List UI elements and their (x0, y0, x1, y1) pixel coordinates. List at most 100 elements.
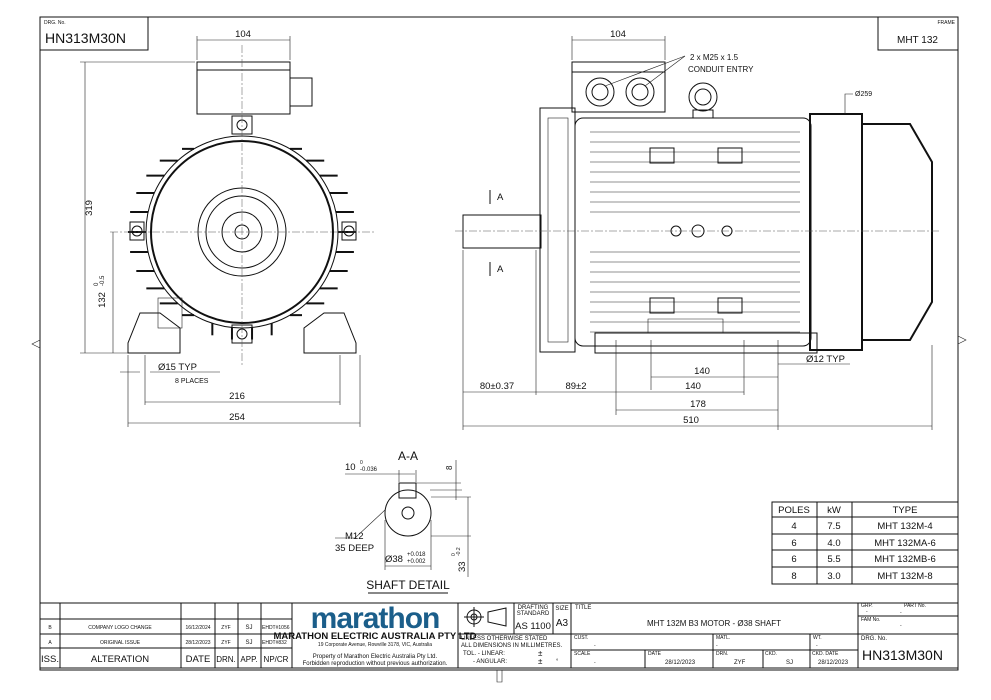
grp-value: - (866, 609, 868, 615)
poles-cell: 4 (791, 521, 796, 532)
terminal-box-side (571, 61, 666, 113)
type-cell: MHT 132MB-6 (874, 554, 936, 565)
table-header-type: TYPE (893, 505, 918, 516)
drg-label: DRG. No. (861, 636, 887, 642)
rev-date: 28/12/2023 (185, 640, 210, 646)
dim-178: 178 (690, 399, 706, 410)
matl-label: MATL. (716, 635, 730, 641)
dim-89: 89±2 (565, 381, 586, 392)
drafting-standard: AS 1100 (515, 621, 551, 632)
table-row: 8 3.0 MHT 132M-8 (791, 571, 932, 582)
rev-iss: A (48, 640, 52, 646)
rev-drn: ZYF (221, 625, 230, 631)
property-notice-2: Forbidden reproduction without previous … (303, 661, 448, 667)
dim-216: 216 (229, 391, 245, 402)
dim-104-side: 104 (610, 29, 626, 40)
part-value: - (900, 610, 902, 616)
frame-label: FRAME (938, 20, 956, 26)
tol-linear: TOL. - LINEAR: (463, 651, 505, 657)
ckd-label: CKD. (765, 651, 777, 657)
poles-cell: 6 (791, 538, 796, 549)
foot-right (303, 312, 357, 354)
kw-cell: 7.5 (827, 521, 840, 532)
frame-header-box: FRAME MHT 132 (877, 16, 959, 51)
tol-note-1: UNLESS OTHERWISE STATED (461, 636, 548, 642)
tol-linear-value: ± (538, 649, 543, 658)
header-npcr: NP/CR (264, 655, 289, 664)
dim-33-tol-low: -0.2 (456, 547, 462, 556)
grp-label: GRP. (861, 603, 873, 609)
key-tol-low: -0.036 (360, 467, 378, 473)
rev-date: 16/12/2024 (185, 625, 210, 631)
property-notice-1: Property of Marathon Electric Australia … (313, 654, 438, 660)
key-tol-up: 0 (360, 460, 363, 466)
table-row: 6 5.5 MHT 132MB-6 (791, 554, 935, 565)
thread-depth: 35 DEEP (335, 543, 374, 554)
conduit-note-2: CONDUIT ENTRY (688, 65, 754, 74)
dia-259: Ø259 (855, 91, 872, 98)
date-label: DATE (648, 651, 662, 657)
revision-row-a: A ORIGINAL ISSUE 28/12/2023 ZYF SJ EHDT#… (48, 640, 287, 646)
fan-cover (809, 113, 863, 351)
header-alteration: ALTERATION (91, 654, 149, 665)
marathon-logo: marathon (311, 602, 440, 635)
rev-npcr: EHDT#832 (262, 640, 287, 646)
header-date: DATE (186, 654, 211, 665)
table-row: 4 7.5 MHT 132M-4 (791, 521, 932, 532)
dim-33: 33 (457, 561, 468, 572)
kw-cell: 3.0 (827, 571, 840, 582)
dim-33-tol-up: 0 (451, 553, 457, 556)
type-cell: MHT 132M-4 (877, 521, 932, 532)
rev-app: SJ (245, 640, 252, 646)
feet-side (594, 332, 818, 354)
frame-fins (590, 131, 800, 333)
standard-label: STANDARD (517, 611, 550, 617)
kw-cell: 4.0 (827, 538, 840, 549)
drg-number: HN313M30N (862, 647, 943, 663)
dim-132-tol-low: -0.5 (100, 275, 106, 286)
drawing-border (39, 16, 959, 671)
dim-104-end: 104 (235, 29, 251, 40)
title-block: B COMPANY LOGO CHANGE 16/12/2024 ZYF SJ … (39, 602, 959, 669)
rev-alteration: COMPANY LOGO CHANGE (88, 625, 152, 631)
shaft-detail: A-A 10 0 -0.036 8 33 0 -0.2 M12 35 DEEP … (335, 449, 471, 594)
eye-bolt (688, 82, 718, 112)
sheet-size: A3 (556, 618, 569, 629)
third-angle-projection-icon (464, 607, 507, 627)
shaft-tol-up: +0.018 (407, 552, 426, 558)
header-iss: ISS. (41, 654, 59, 665)
drn-value: ZYF (734, 660, 746, 666)
header-app: APP. (240, 655, 257, 664)
wt-label: WT. (813, 635, 822, 641)
key (398, 482, 417, 499)
conduit-entry-1 (585, 77, 615, 107)
drafting-label: DRAFTING (518, 605, 549, 611)
tol-angular: - ANGULAR: (473, 659, 507, 665)
company-name: MARATHON ELECTRIC AUSTRALIA PTY LTD (273, 631, 476, 642)
shaft-tol-low: +0.002 (407, 559, 426, 565)
shaft-section (384, 489, 432, 537)
dim-254: 254 (229, 412, 245, 423)
dim-319: 319 (84, 200, 95, 216)
fan-cowl (862, 123, 933, 341)
date-value: 28/12/2023 (665, 660, 696, 666)
rev-iss: B (48, 625, 52, 631)
key-depth: 8 (445, 465, 454, 470)
drg-no-header-box: DRG. No. HN313M30N (39, 16, 149, 51)
fam-label: FAM No. (861, 617, 880, 623)
table-row: 6 4.0 MHT 132MA-6 (791, 538, 935, 549)
frame-value: MHT 132 (897, 35, 938, 46)
company-address: 19 Corporate Avenue, Rowville 3178, VIC,… (318, 642, 432, 648)
table-header-poles: POLES (778, 505, 810, 516)
foot-hole-note: Ø12 TYP (806, 354, 845, 365)
drawing-title: MHT 132M B3 MOTOR - Ø38 SHAFT (647, 619, 781, 628)
foot-left (127, 312, 181, 354)
scale-value: - (594, 660, 596, 666)
dim-140-upper: 140 (694, 366, 710, 377)
table-header-kw: kW (827, 505, 841, 516)
scale-label: SCALE (574, 651, 591, 657)
dim-510: 510 (683, 415, 699, 426)
cable-gland (289, 77, 313, 107)
tapped-hole (401, 506, 415, 520)
header-drn: DRN. (216, 655, 236, 664)
